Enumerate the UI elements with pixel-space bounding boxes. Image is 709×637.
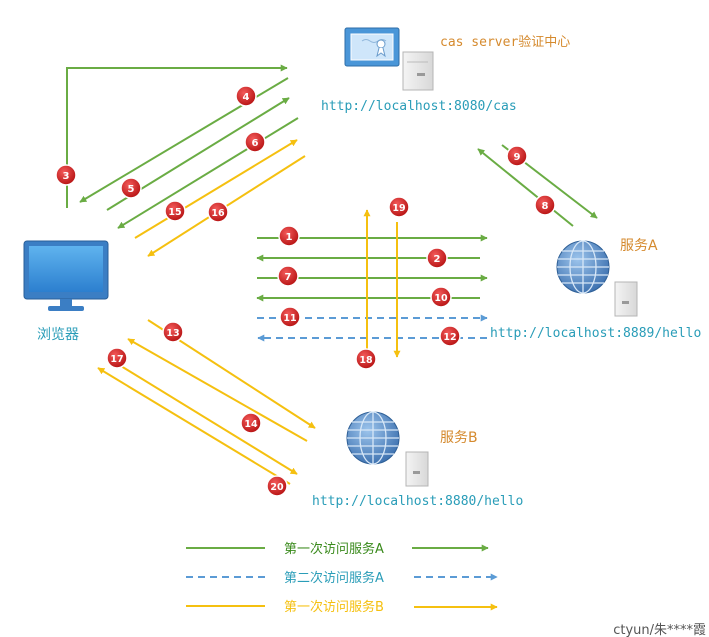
watermark: ctyun/朱****霞 — [613, 623, 706, 637]
step-badge-12: 12 — [439, 325, 461, 347]
legend-item-first-visit-a: 第一次访问服务A — [186, 541, 489, 557]
legend-item-first-visit-b: 第一次访问服务B — [186, 599, 498, 615]
browser-label: 浏览器 — [37, 327, 79, 343]
cas-url: http://localhost:8080/cas — [321, 99, 517, 114]
step-badge-16: 16 — [207, 201, 229, 223]
step-badge-19: 19 — [388, 196, 410, 218]
browser-node: 浏览器 — [23, 240, 109, 343]
svg-text:4: 4 — [243, 92, 250, 103]
step-badges: 1 2 3 4 5 6 7 8 9 10 11 12 13 14 15 16 1… — [55, 85, 556, 497]
svg-text:15: 15 — [168, 207, 181, 218]
svg-text:5: 5 — [128, 184, 135, 195]
svg-text:1: 1 — [286, 232, 293, 243]
svg-text:7: 7 — [285, 272, 292, 283]
step-badge-8: 8 — [534, 194, 556, 216]
step-badge-2: 2 — [426, 247, 448, 269]
svg-text:6: 6 — [252, 138, 259, 149]
monitor-icon — [23, 240, 109, 311]
svg-text:16: 16 — [211, 208, 225, 219]
arrows — [66, 64, 598, 485]
service-a-url: http://localhost:8889/hello — [490, 326, 701, 341]
svg-text:14: 14 — [244, 419, 258, 430]
globe-server-icon — [556, 240, 638, 317]
arrow-step-9 — [477, 148, 574, 227]
step-badge-15: 15 — [164, 200, 186, 222]
step-badge-9: 9 — [506, 145, 528, 167]
step-badge-20: 20 — [266, 475, 288, 497]
legend-label: 第一次访问服务A — [284, 541, 384, 557]
step-badge-5: 5 — [120, 177, 142, 199]
cas-server-node: cas server验证中心 http://localhost:8080/cas — [321, 27, 570, 114]
step-badge-3: 3 — [55, 164, 77, 186]
arrow-step-15 — [134, 139, 298, 239]
step-badge-14: 14 — [240, 412, 262, 434]
svg-text:9: 9 — [514, 152, 521, 163]
svg-text:17: 17 — [110, 354, 123, 365]
svg-text:19: 19 — [392, 203, 405, 214]
globe-server-icon — [346, 411, 429, 487]
legend-item-second-visit-a: 第二次访问服务A — [186, 570, 498, 586]
service-b-label: 服务B — [440, 430, 478, 446]
cas-title: cas server验证中心 — [440, 34, 570, 50]
svg-text:18: 18 — [359, 355, 373, 366]
arrow-step-20 — [107, 357, 298, 475]
service-b-url: http://localhost:8880/hello — [312, 494, 523, 509]
step-badge-7: 7 — [277, 265, 299, 287]
svg-text:2: 2 — [434, 254, 441, 265]
step-badge-6: 6 — [244, 131, 266, 153]
step-badge-4: 4 — [235, 85, 257, 107]
legend-label: 第一次访问服务B — [284, 599, 384, 615]
svg-text:11: 11 — [283, 313, 296, 324]
legend-label: 第二次访问服务A — [284, 570, 384, 586]
arrow-step-14 — [127, 338, 308, 442]
service-a-node: 服务A http://localhost:8889/hello — [490, 238, 701, 341]
arrow-step-6 — [117, 117, 299, 229]
step-badge-18: 18 — [355, 348, 377, 370]
svg-text:13: 13 — [166, 328, 179, 339]
step-badge-17: 17 — [106, 347, 128, 369]
step-badge-11: 11 — [279, 306, 301, 328]
legend: 第一次访问服务A 第二次访问服务A 第一次访问服务B — [186, 541, 498, 615]
svg-text:3: 3 — [63, 171, 70, 182]
svg-text:10: 10 — [434, 293, 448, 304]
step-badge-10: 10 — [430, 286, 452, 308]
service-a-label: 服务A — [620, 238, 658, 254]
service-b-node: 服务B http://localhost:8880/hello — [312, 411, 523, 509]
svg-text:8: 8 — [542, 201, 549, 212]
arrow-step-17 — [97, 367, 291, 485]
step-badge-1: 1 — [278, 225, 300, 247]
arrow-step-3 — [66, 64, 288, 208]
step-badge-13: 13 — [162, 321, 184, 343]
certificate-server-icon — [344, 27, 434, 91]
svg-text:12: 12 — [443, 332, 456, 343]
svg-text:20: 20 — [270, 482, 284, 493]
